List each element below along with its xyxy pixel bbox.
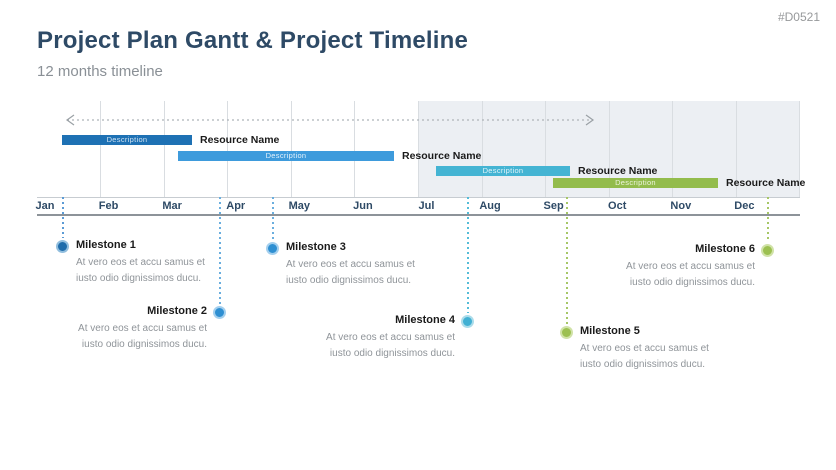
milestone-description: At vero eos et accu samus et iusto odio d… <box>286 257 464 288</box>
arrow-right-icon <box>585 114 595 126</box>
gridline <box>354 101 356 197</box>
milestone-description-line: At vero eos et accu samus et <box>326 332 455 343</box>
gantt-bar-3: Description <box>436 166 570 176</box>
milestone-connector-line <box>467 197 469 313</box>
milestone-connector-line <box>272 197 274 240</box>
milestone-label: Milestone 5 <box>580 325 640 337</box>
gantt-bar-description: Description <box>615 178 656 187</box>
milestone-6: Milestone 6 At vero eos et accu samus et i… <box>577 242 755 290</box>
milestone-description-line: At vero eos et accu samus et <box>580 343 709 354</box>
page-subtitle: 12 months timeline <box>37 63 163 80</box>
milestone-3: Milestone 3 At vero eos et accu samus et i… <box>286 240 464 288</box>
axis-month-jul: Jul <box>418 200 435 212</box>
resource-name-label: Resource Name <box>726 177 806 189</box>
milestone-dot-icon <box>560 326 573 339</box>
resource-name-label: Resource Name <box>402 150 482 162</box>
milestone-label: Milestone 4 <box>395 314 455 326</box>
milestone-description: At vero eos et accu samus et iusto odio d… <box>29 321 207 352</box>
milestone-4: Milestone 4 At vero eos et accu samus et i… <box>277 313 455 361</box>
milestone-dot-icon <box>266 242 279 255</box>
axis-month-nov: Nov <box>670 200 692 212</box>
milestone-1: Milestone 1 At vero eos et accu samus et i… <box>76 238 254 286</box>
milestone-description-line: iusto odio dignissimos ducu. <box>329 347 455 359</box>
milestone-dot-icon <box>213 306 226 319</box>
gridline <box>163 101 165 197</box>
axis-month-sep: Sep <box>543 200 564 212</box>
slide-code: #D0521 <box>777 10 820 24</box>
milestone-description-line: At vero eos et accu samus et <box>626 261 755 272</box>
axis-month-apr: Apr <box>226 200 246 212</box>
gantt-bar-description: Description <box>482 166 524 175</box>
resource-name-label: Resource Name <box>200 134 280 146</box>
milestone-label: Milestone 3 <box>286 241 346 253</box>
page-title: Project Plan Gantt & Project Timeline <box>37 27 469 54</box>
milestone-description-line: At vero eos et accu samus et <box>78 323 207 334</box>
milestone-connector-line <box>566 197 568 324</box>
resource-name-label: Resource Name <box>578 165 658 177</box>
milestone-dot-icon <box>461 315 474 328</box>
axis-month-mar: Mar <box>162 200 182 212</box>
milestone-description-line: iusto odio dignissimos ducu. <box>629 276 755 288</box>
axis-month-feb: Feb <box>98 200 119 212</box>
timeline-span-arrow <box>65 114 595 126</box>
milestone-description-line: At vero eos et accu samus et <box>76 257 205 268</box>
gridline <box>417 101 419 197</box>
milestone-description: At vero eos et accu samus et iusto odio d… <box>577 259 755 290</box>
milestone-connector-line <box>219 197 221 304</box>
milestone-label: Milestone 1 <box>76 239 136 251</box>
gantt-bar-description: Description <box>265 151 307 160</box>
gantt-bar-description: Description <box>106 135 148 144</box>
milestone-5: Milestone 5 At vero eos et accu samus et i… <box>580 324 758 372</box>
milestone-description-line: iusto odio dignissimos ducu. <box>81 338 207 350</box>
milestone-description-line: iusto odio dignissimos ducu. <box>580 358 706 370</box>
arrow-left-icon <box>65 114 75 126</box>
axis-month-oct: Oct <box>608 200 627 212</box>
gridline <box>735 101 737 197</box>
milestone-description-line: At vero eos et accu samus et <box>286 259 415 270</box>
milestone-label: Milestone 6 <box>695 243 755 255</box>
milestone-description-line: iusto odio dignissimos ducu. <box>286 274 412 286</box>
milestone-description: At vero eos et accu samus et iusto odio d… <box>76 255 254 286</box>
axis-month-may: May <box>288 200 311 212</box>
gantt-bar-2: Description <box>178 151 394 161</box>
axis-month-aug: Aug <box>479 200 501 212</box>
milestone-connector-line <box>62 197 64 238</box>
axis-month-jan: Jan <box>35 200 55 212</box>
gridline <box>290 101 292 197</box>
gridline <box>481 101 483 197</box>
milestone-label: Milestone 2 <box>147 305 207 317</box>
gridline <box>672 101 674 197</box>
milestone-description-line: iusto odio dignissimos ducu. <box>76 272 202 284</box>
axis-month-jun: Jun <box>353 200 373 212</box>
milestone-connector-line <box>767 197 769 242</box>
milestone-dot-icon <box>761 244 774 257</box>
milestone-dot-icon <box>56 240 69 253</box>
gridline <box>545 101 547 197</box>
axis-month-dec: Dec <box>734 200 755 212</box>
milestone-description: At vero eos et accu samus et iusto odio d… <box>580 341 758 372</box>
milestone-2: Milestone 2 At vero eos et accu samus et i… <box>29 304 207 352</box>
gantt-bar-4: Description <box>553 178 718 188</box>
month-axis: Jan Feb Mar Apr May Jun Jul Aug Sep Oct Nov Dec <box>35 197 800 216</box>
gridline <box>608 101 610 197</box>
gridline <box>799 101 801 197</box>
gridline <box>100 101 102 197</box>
milestone-description: At vero eos et accu samus et iusto odio d… <box>277 330 455 361</box>
gridline <box>227 101 229 197</box>
gantt-bar-1: Description <box>62 135 192 145</box>
